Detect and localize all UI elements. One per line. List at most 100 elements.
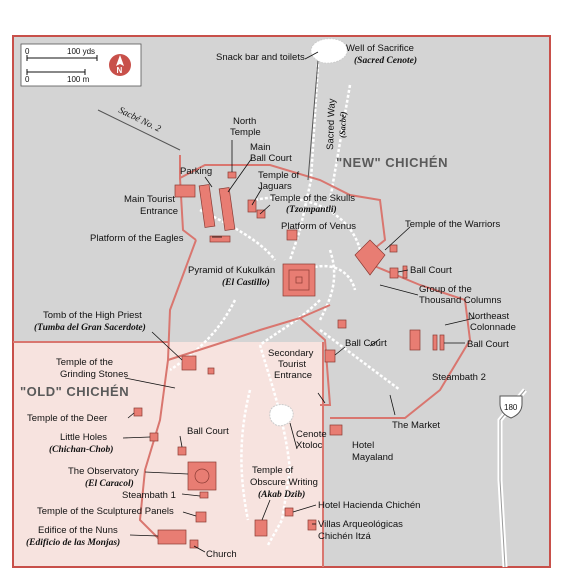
scale-top-zero: 0 (25, 47, 30, 56)
tomb-high-priest-label: Tomb of the High Priest (43, 310, 142, 321)
hotel-mayaland-label-2: Mayaland (352, 452, 393, 463)
tomb-of-high-priest (181, 355, 197, 371)
secondary-entrance-label-3: Entrance (274, 370, 312, 381)
ball-court-east-label: Ball Court (467, 339, 509, 350)
leader-lines (122, 51, 476, 553)
steambath-2-label: Steambath 2 (432, 372, 486, 383)
nuns-edifice (157, 529, 187, 545)
temple-of-skulls-label: Temple of the Skulls (270, 193, 355, 204)
el-castillo-label: (El Castillo) (222, 277, 270, 288)
grinding-stones (207, 367, 215, 375)
eagles-platform-bar (209, 235, 231, 243)
main-ball-court-label-2: Ball Court (250, 153, 292, 164)
sacbe-label: (Sacbé) (337, 111, 348, 138)
ball-court-central-label: Ball Court (345, 338, 387, 349)
temple-of-jaguars (247, 199, 257, 213)
north-arrow-icon: N (109, 54, 131, 76)
tzompantli-label: (Tzompantli) (286, 204, 337, 215)
el-castillo (282, 263, 316, 297)
edifice-of-nuns-label: Edifice of the Nuns (38, 525, 118, 536)
buildings (133, 171, 445, 549)
temple-of-jaguars-label-2: Jaguars (258, 181, 292, 192)
secondary-entrance-label-2: Tourist (278, 359, 306, 370)
temple-of-the-deer (133, 407, 143, 417)
thousand-columns-label: Group of the (419, 284, 472, 295)
warriors-annex (389, 244, 398, 253)
main-entrance-label: Main Tourist (124, 194, 175, 205)
villas-label-2: Chichén Itzá (318, 531, 372, 542)
sacbe-2-road (97, 109, 181, 151)
akab-dzib-label: (Akab Dzib) (258, 489, 305, 500)
temple-of-warriors-label: Temple of the Warriors (405, 219, 500, 230)
ball-court-ne-2 (402, 265, 408, 279)
pyramid-of-kukulkan-label: Pyramid of Kukulkán (188, 265, 275, 276)
hotel-hacienda-building (284, 507, 294, 517)
snack-bar-label: Snack bar and toilets (216, 52, 305, 63)
ball-court-ne-label: Ball Court (410, 265, 452, 276)
steambath-1 (199, 491, 209, 499)
platform-of-venus-label: Platform of Venus (281, 221, 356, 232)
villas-label: Villas Arqueológicas (318, 519, 403, 530)
platform-of-eagles-label: Platform of the Eagles (90, 233, 184, 244)
scale-legend: 0 100 yds 0 100 m N (20, 43, 142, 87)
sacred-way-road (307, 59, 319, 181)
church-label: Church (206, 549, 237, 560)
map-frame (12, 35, 551, 568)
cenote-xtoloc-label: Cenote (296, 429, 327, 440)
hotel-mayaland-label: Hotel (352, 440, 374, 451)
secondary-entrance-label: Secondary (268, 348, 314, 359)
old-chichen-label: "OLD" CHICHÉN (20, 384, 129, 399)
ne-colonnade-label-2: Colonnade (470, 322, 516, 333)
tumba-label: (Tumba del Gran Sacerdote) (34, 322, 146, 333)
cenote-xtoloc-label-2: Xtoloc (296, 440, 323, 451)
ball-court-ne (389, 267, 399, 279)
hotel-hacienda-label: Hotel Hacienda Chichén (318, 500, 420, 511)
north-temple (227, 171, 237, 179)
church-building (189, 539, 199, 549)
tourist-entrance-building (174, 184, 196, 198)
sacred-cenote (310, 38, 348, 64)
sculptured-panels-label: Temple of the Sculptured Panels (37, 506, 174, 517)
little-holes (149, 432, 159, 442)
temple-of-jaguars-label: Temple of (258, 170, 300, 181)
main-ball-court-west (198, 184, 216, 228)
sacred-cenote-label: (Sacred Cenote) (354, 55, 417, 66)
monjas-label: (Edificio de las Monjas) (26, 537, 120, 548)
the-market-label: The Market (392, 420, 440, 431)
observatory-label: The Observatory (68, 466, 139, 477)
tzompantli (256, 209, 266, 219)
obscure-writing-label-2: Obscure Writing (250, 477, 318, 488)
highway-180-shield: 180 (499, 395, 523, 419)
thousand-columns-label-2: Thousand Columns (419, 295, 502, 306)
sculptured-panels (195, 511, 207, 523)
platform-of-venus (286, 229, 298, 241)
obscure-writing-label: Temple of (252, 465, 294, 476)
akab-dzib (254, 519, 268, 537)
ball-court-old (177, 446, 187, 456)
temple-of-warriors (354, 239, 386, 276)
grinding-stones-label: Temple of the (56, 357, 113, 368)
villas-building (307, 519, 317, 531)
ne-colonnade (409, 329, 421, 351)
main-entrance-label-2: Entrance (140, 206, 178, 217)
sacred-way-label: Sacred Way (325, 98, 338, 150)
chichan-chob-label: (Chichan-Chob) (49, 444, 113, 455)
highway-180-label: 180 (504, 403, 518, 412)
main-ball-court-label: Main (250, 142, 271, 153)
cenote-xtoloc (269, 404, 294, 427)
north-temple-label-2: Temple (230, 127, 261, 138)
el-caracol (187, 461, 217, 491)
scale-bottom-zero: 0 (25, 75, 30, 84)
scale-top-yds: 100 yds (67, 47, 95, 56)
el-caracol-label: (El Caracol) (85, 478, 134, 489)
north-temple-label: North (233, 116, 256, 127)
ball-court-east (432, 334, 438, 351)
ball-court-central (324, 349, 336, 363)
north-letter: N (117, 66, 123, 75)
little-holes-label: Little Holes (60, 432, 107, 443)
temple-of-deer-label: Temple of the Deer (27, 413, 107, 424)
new-chichen-label: "NEW" CHICHÉN (336, 155, 448, 170)
well-of-sacrifice-label: Well of Sacrifice (346, 43, 414, 54)
ball-court-old-label: Ball Court (187, 426, 229, 437)
